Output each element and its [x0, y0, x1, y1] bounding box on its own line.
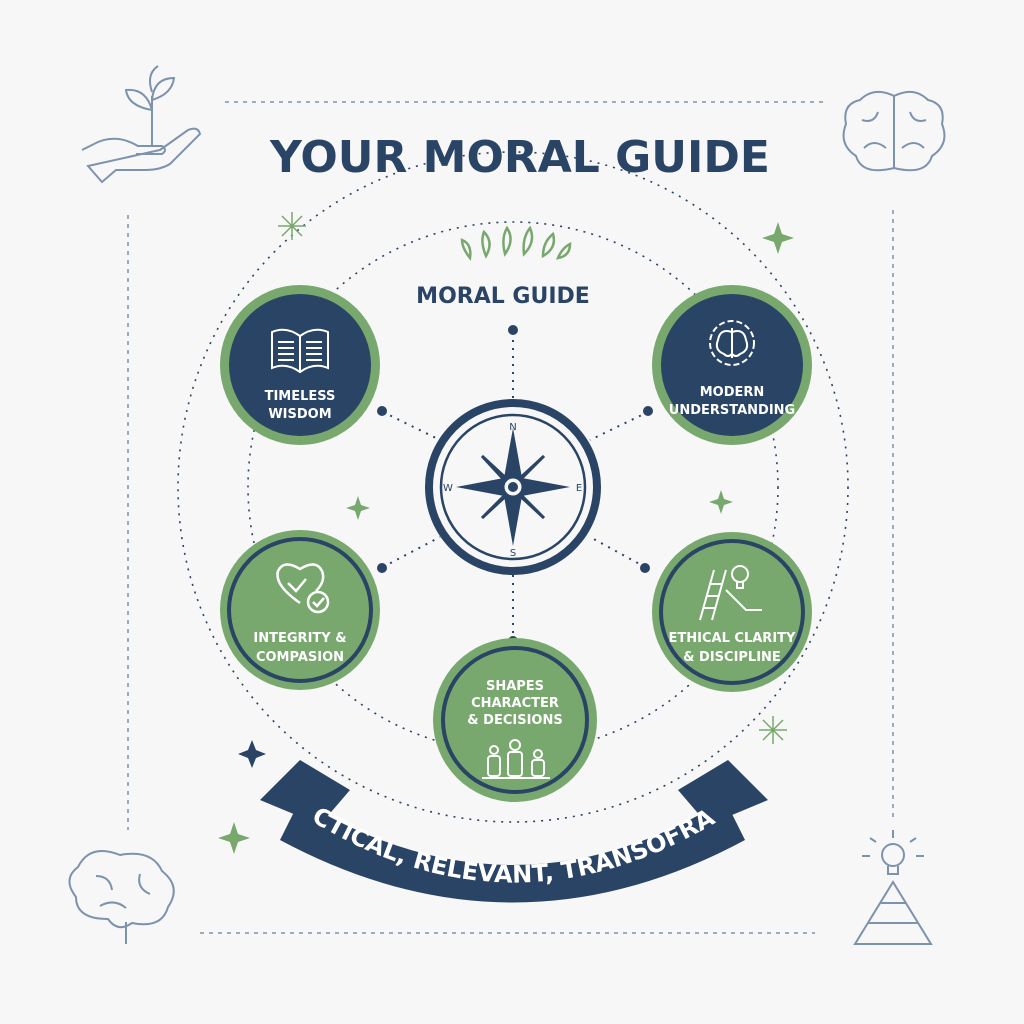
node-timeless-wisdom: TIMELESS WISDOM: [220, 285, 380, 445]
node-ethical-clarity: ETHICAL CLARITY & DISCIPLINE: [652, 532, 812, 692]
sparkle-icons: [218, 222, 794, 854]
node-modern-understanding: MODERN UNDERSTANDING: [652, 285, 812, 445]
node-label: ETHICAL CLARITY: [669, 631, 796, 646]
node-label: CHARACTER: [471, 696, 559, 711]
node-label: MODERN: [700, 385, 765, 400]
lightbulb-pyramid-icon: [853, 830, 933, 945]
node-label: WISDOM: [268, 407, 331, 422]
compass-south: S: [510, 548, 516, 559]
brain-icon: [842, 90, 946, 172]
compass-icon: N S W E: [425, 399, 601, 575]
node-label: SHAPES: [486, 679, 544, 694]
compass-west: W: [443, 483, 453, 494]
brain-gear-icon: [709, 320, 755, 366]
sparkle-icon: [238, 740, 266, 768]
node-label: & DISCIPLINE: [683, 650, 781, 665]
hand-plant-icon: [81, 65, 202, 184]
section-subtitle: MORAL GUIDE: [416, 284, 590, 309]
ladder-lightbulb-icon: [699, 565, 762, 621]
people-icon: [482, 739, 550, 779]
compass-north: N: [509, 422, 516, 433]
node-label: COMPASION: [256, 650, 344, 665]
node-integrity-compasion: INTEGRITY & COMPASION: [220, 530, 380, 690]
heart-check-icon: [276, 563, 330, 614]
frame-dashes: [127, 101, 894, 934]
page-title: YOUR MORAL GUIDE: [269, 132, 770, 183]
compass-east: E: [576, 483, 582, 494]
open-book-icon: [271, 328, 329, 374]
brain-icon: [68, 850, 175, 944]
burst-icons: [278, 212, 787, 744]
node-label: INTEGRITY &: [253, 631, 346, 646]
node-shapes-character: SHAPES CHARACTER & DECISIONS: [433, 638, 597, 802]
leaves-icon: [460, 225, 572, 262]
spokes: [382, 332, 649, 640]
node-label: UNDERSTANDING: [669, 403, 795, 418]
node-label: TIMELESS: [265, 389, 336, 404]
node-label: & DECISIONS: [467, 713, 562, 728]
